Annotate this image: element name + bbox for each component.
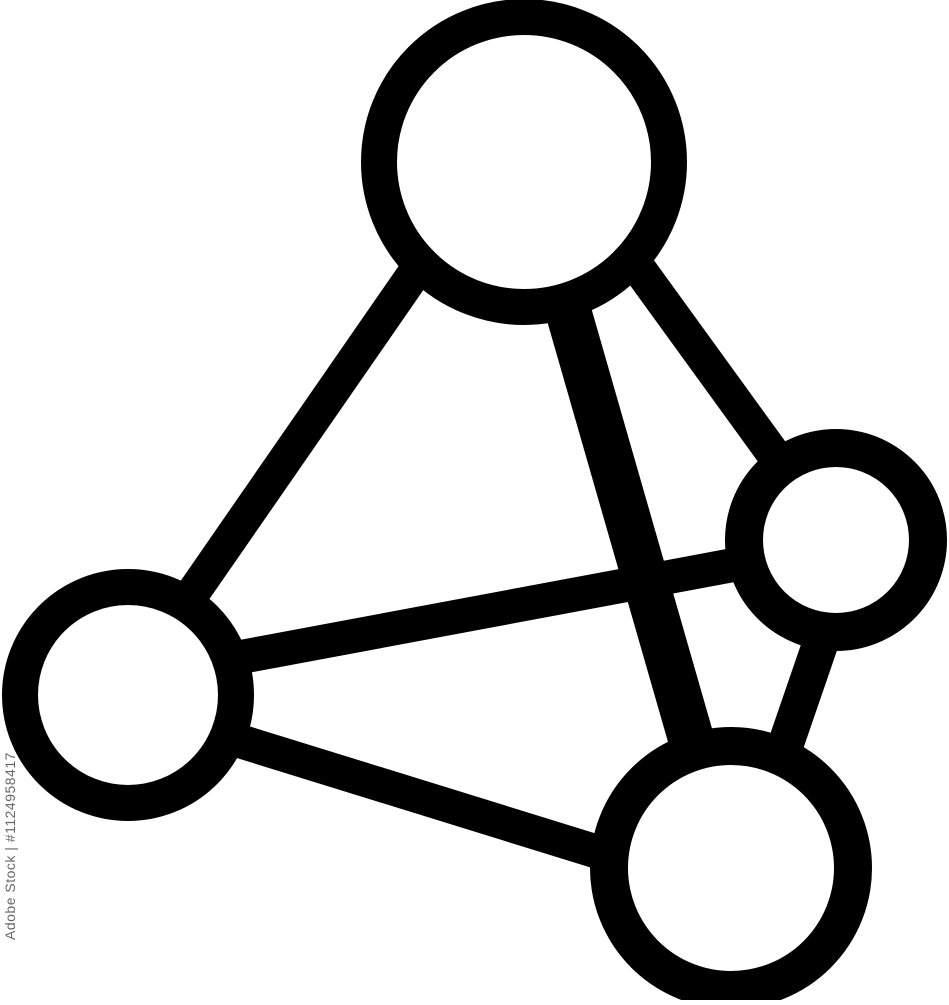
node-left: [2, 569, 254, 821]
stock-watermark: Adobe Stock | #1124958417: [2, 752, 18, 940]
node-top: [361, 0, 687, 325]
node-right: [725, 429, 947, 651]
edge-left-bottom: [203, 718, 657, 882]
edge-top-bottom: [542, 277, 723, 793]
node-bottom: [590, 727, 872, 1005]
edge-top-left: [178, 248, 437, 607]
edge-left-right: [208, 543, 777, 677]
edge-top-right: [623, 253, 802, 487]
connection-lines: [178, 248, 843, 882]
